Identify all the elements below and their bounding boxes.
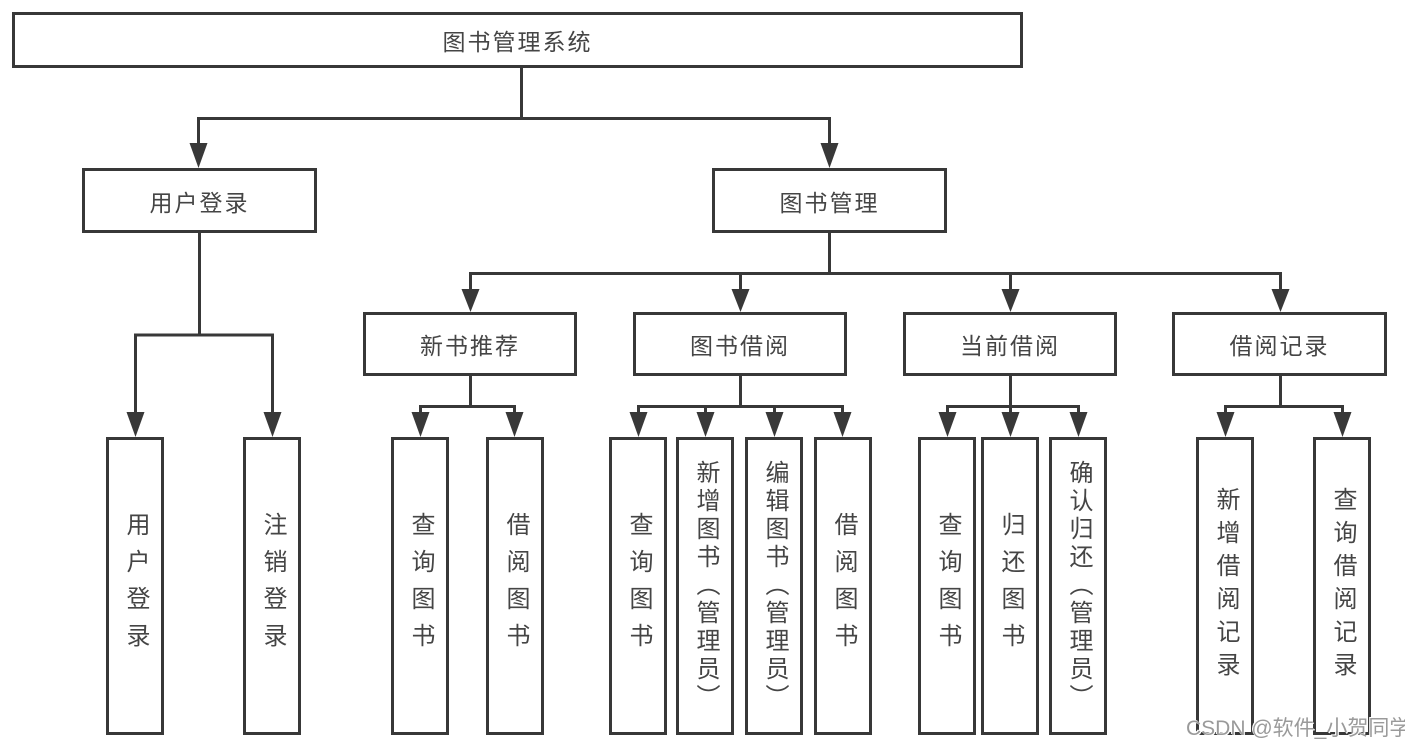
node-current-borrow: 当前借阅	[903, 312, 1117, 376]
leaf-br-add: 新增借阅记录	[1196, 437, 1254, 735]
node-borrow-record-label: 借阅记录	[1229, 333, 1330, 359]
leaf-cb-query-label: 查询图书	[934, 512, 961, 660]
leaf-cb-return: 归还图书	[981, 437, 1039, 735]
leaf-logout-label: 注销登录	[259, 512, 286, 660]
node-user-login: 用户登录	[82, 168, 317, 233]
leaf-br-add-label: 新增借阅记录	[1212, 487, 1239, 685]
leaf-bb-edit-label: 编辑图书（管理员）	[761, 460, 788, 712]
node-new-book-label: 新书推荐	[420, 333, 520, 359]
leaf-bb-query-label: 查询图书	[625, 512, 652, 660]
node-user-login-label: 用户登录	[149, 189, 250, 216]
leaf-nb-query-label: 查询图书	[407, 512, 434, 660]
node-book-mgmt: 图书管理	[712, 168, 947, 233]
leaf-cb-return-label: 归还图书	[997, 512, 1024, 660]
leaf-cb-confirm-label: 确认归还（管理员）	[1065, 460, 1092, 712]
leaf-nb-borrow-label: 借阅图书	[502, 512, 529, 660]
node-book-borrow-label: 图书借阅	[690, 333, 790, 359]
leaf-br-query-label: 查询借阅记录	[1329, 487, 1356, 685]
leaf-bb-edit: 编辑图书（管理员）	[745, 437, 803, 735]
node-root: 图书管理系统	[12, 12, 1023, 68]
leaf-logout: 注销登录	[243, 437, 301, 735]
leaf-bb-borrow: 借阅图书	[814, 437, 872, 735]
node-borrow-record: 借阅记录	[1172, 312, 1387, 376]
node-root-label: 图书管理系统	[442, 29, 593, 55]
node-book-mgmt-label: 图书管理	[779, 189, 880, 216]
leaf-cb-query: 查询图书	[918, 437, 976, 735]
leaf-user-login-label: 用户登录	[122, 512, 149, 660]
node-new-book: 新书推荐	[363, 312, 577, 376]
csdn-watermark: CSDN @软件_小贺同学	[1186, 717, 1405, 740]
leaf-user-login: 用户登录	[106, 437, 164, 735]
leaf-nb-borrow: 借阅图书	[486, 437, 544, 735]
leaf-nb-query: 查询图书	[391, 437, 449, 735]
leaf-br-query: 查询借阅记录	[1313, 437, 1371, 735]
node-book-borrow: 图书借阅	[633, 312, 847, 376]
leaf-bb-query: 查询图书	[609, 437, 667, 735]
node-current-borrow-label: 当前借阅	[960, 333, 1060, 359]
leaf-bb-add-label: 新增图书（管理员）	[692, 460, 719, 712]
leaf-cb-confirm: 确认归还（管理员）	[1049, 437, 1107, 735]
leaf-bb-borrow-label: 借阅图书	[830, 512, 857, 660]
leaf-bb-add: 新增图书（管理员）	[676, 437, 734, 735]
